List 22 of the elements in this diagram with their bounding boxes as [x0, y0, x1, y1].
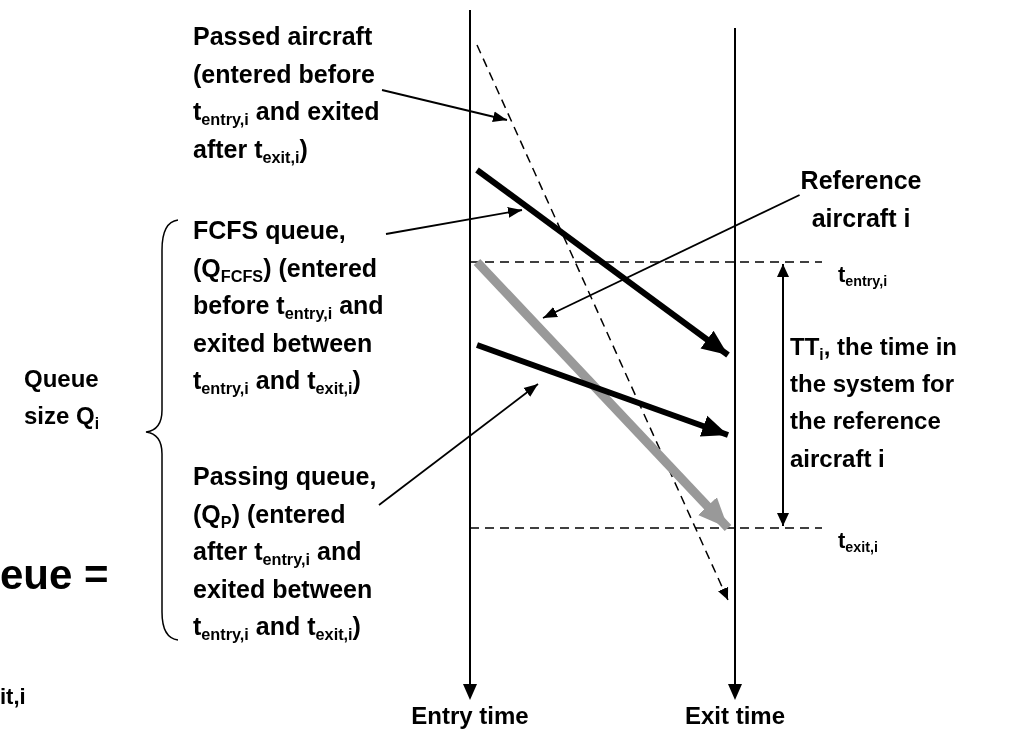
equation-text: it,i — [0, 683, 27, 711]
leader-line — [542, 194, 801, 319]
annotation-text: TT$_{i}$, the time in the system for the reference aircraft i — [790, 332, 959, 474]
leader-line — [381, 89, 508, 123]
equation-text: eue = — [0, 552, 110, 599]
axis-label: Exit time — [685, 702, 785, 730]
annotation-text: FCFS queue, (Q$_{FCFS}$) (entered before t$_{entry,i}$ and exited between t$_{entry,i}$ and t$_{exit,i}$) — [193, 212, 386, 400]
annotation-text: Passed aircraft (entered before t$_{entry,i}$ and exited after t$_{exit,i}$) — [193, 18, 382, 168]
time-label: t$_{exit,i}$ — [838, 527, 879, 558]
aircraft-arrow — [476, 44, 729, 601]
leader-line — [378, 383, 539, 506]
aircraft-arrow — [475, 167, 730, 358]
annotation-text: Passing queue, (Q$_{P}$) (entered after t$_{entry,i}$ and exited between t$_{entry,i}$ and t$_{exit,i}$) — [193, 458, 379, 646]
time-label: t$_{entry,i}$ — [838, 261, 889, 292]
leader-line — [385, 207, 523, 235]
time-axis — [728, 28, 742, 700]
time-axis — [463, 10, 477, 700]
axis-label: Entry time — [411, 702, 529, 730]
aircraft-arrow — [473, 258, 732, 532]
aircraft-arrow — [476, 342, 729, 438]
axis-annotation: Queue size Q$_{i}$ — [24, 364, 101, 434]
annotation-text: Reference aircraft i — [799, 162, 923, 237]
